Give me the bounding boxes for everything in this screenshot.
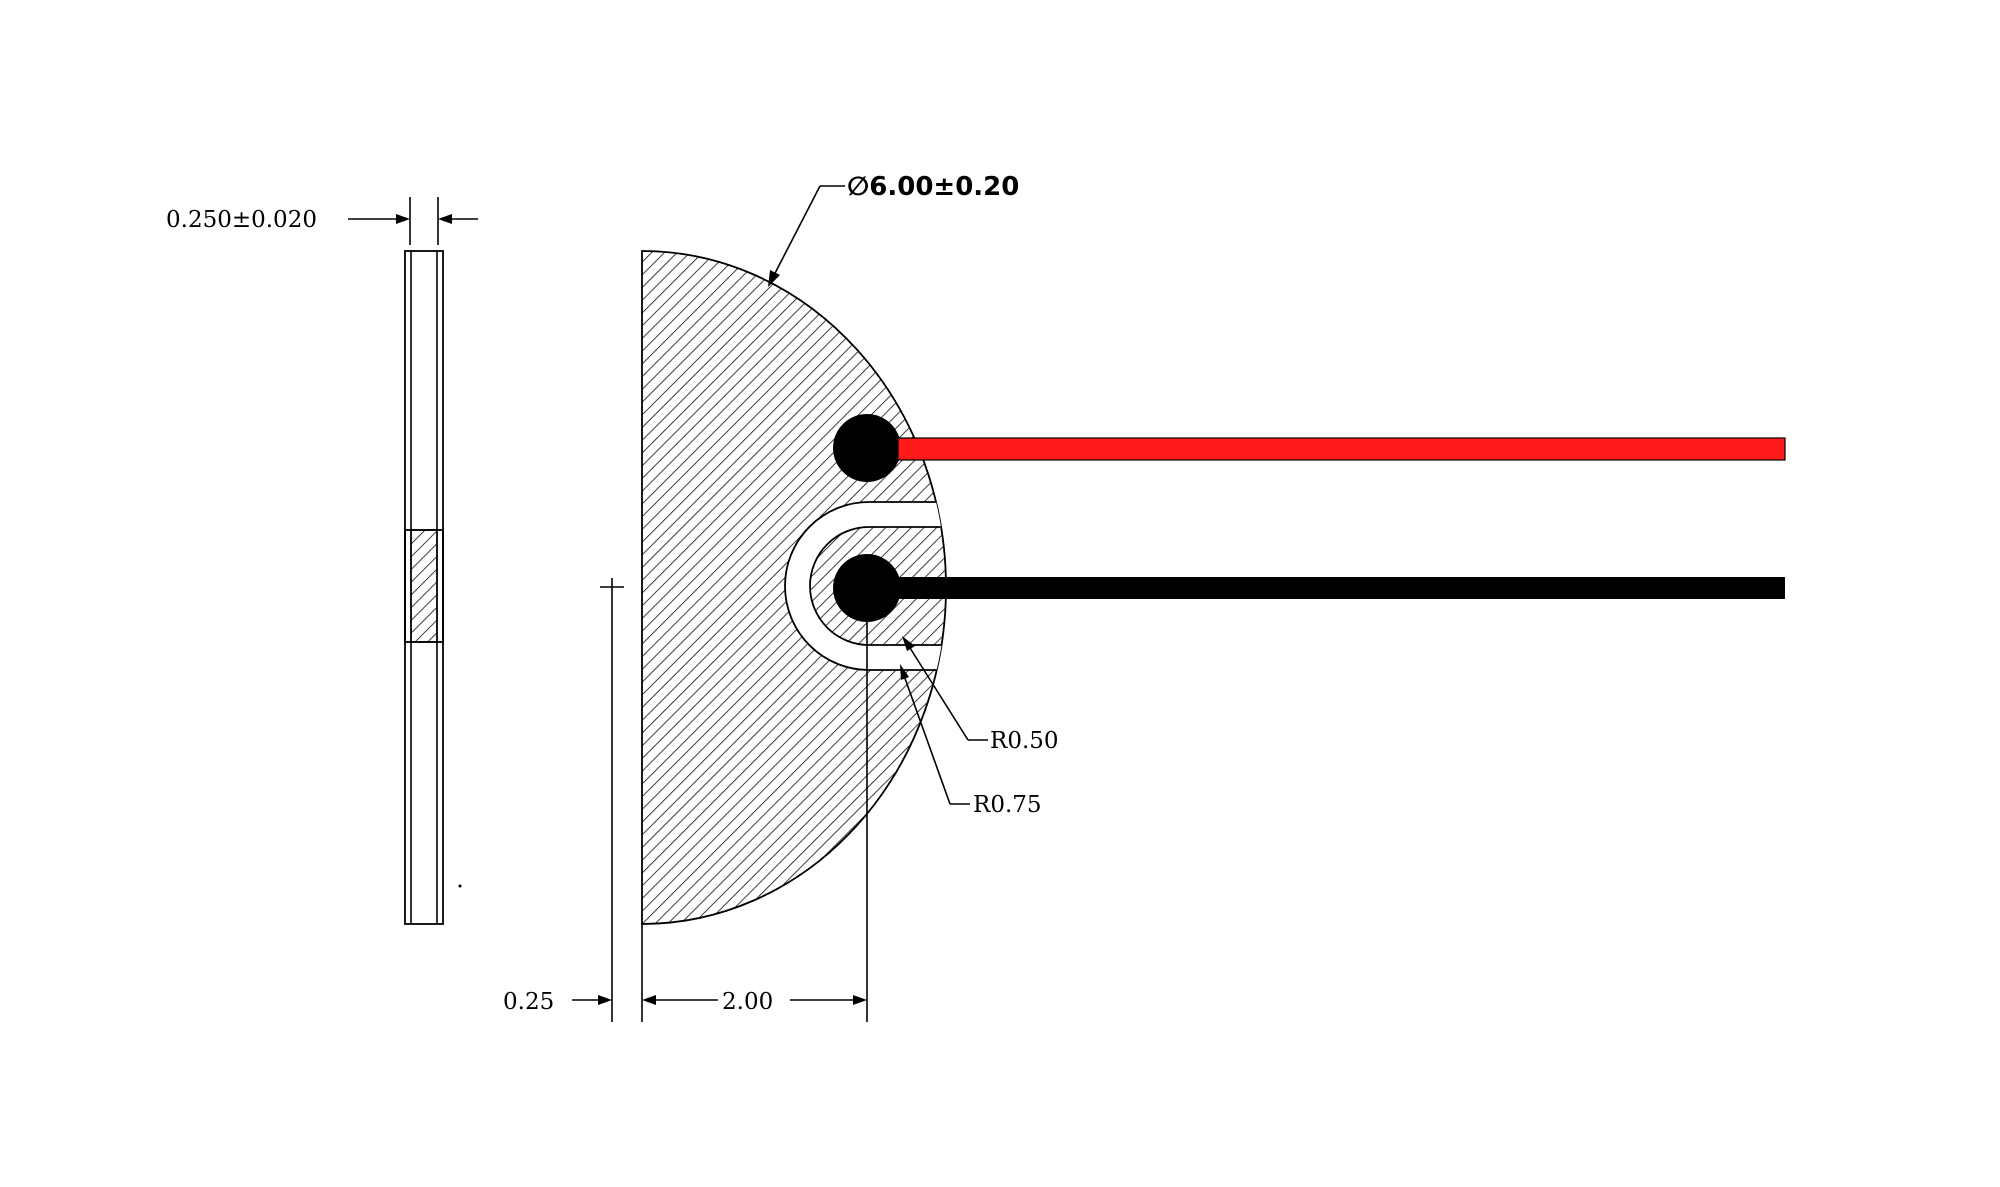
front-view bbox=[641, 250, 1786, 925]
solder-pad-top bbox=[833, 414, 901, 482]
solder-pad-bottom bbox=[833, 554, 901, 622]
diameter-leader: ∅6.00±0.20 bbox=[768, 172, 1019, 287]
side-view bbox=[404, 250, 462, 925]
black-wire bbox=[898, 577, 1785, 599]
bottom-dimensions: 0.25 2.00 bbox=[503, 578, 868, 1022]
r075-leader: R0.75 bbox=[900, 664, 1042, 818]
offset-label: 0.25 bbox=[503, 989, 554, 1015]
width-label: 2.00 bbox=[722, 989, 773, 1015]
diameter-label: ∅6.00±0.20 bbox=[847, 172, 1019, 202]
u-slot bbox=[784, 501, 946, 671]
r075-label: R0.75 bbox=[973, 792, 1042, 818]
red-wire bbox=[897, 437, 1786, 461]
r050-label: R0.50 bbox=[990, 728, 1059, 754]
r050-leader: R0.50 bbox=[902, 636, 1059, 754]
thickness-dimension: 0.250±0.020 bbox=[166, 197, 478, 245]
thickness-label: 0.250±0.020 bbox=[166, 207, 317, 233]
side-view-hatch-section bbox=[410, 529, 438, 643]
